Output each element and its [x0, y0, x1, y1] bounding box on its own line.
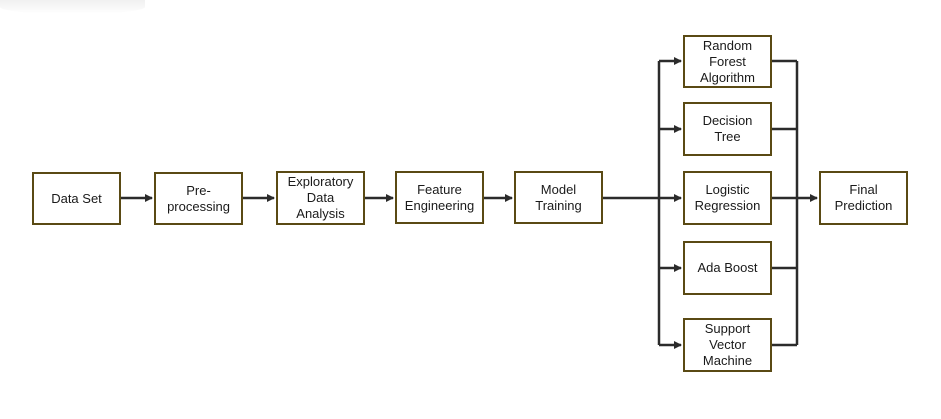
- node-svm: Support Vector Machine: [683, 318, 772, 372]
- node-final-prediction-label: Final Prediction: [834, 182, 893, 213]
- node-eda: Exploratory Data Analysis: [276, 171, 365, 225]
- node-ada-boost: Ada Boost: [683, 241, 772, 295]
- node-ada-boost-label: Ada Boost: [697, 260, 758, 275]
- node-decision-tree: Decision Tree: [683, 102, 772, 156]
- node-eda-label: Exploratory Data Analysis: [287, 174, 354, 221]
- node-svm-label: Support Vector Machine: [702, 321, 753, 368]
- node-model-training-label: Model Training: [535, 181, 582, 213]
- node-preprocessing-label: Pre- processing: [167, 182, 230, 214]
- node-decision-tree-label: Decision Tree: [702, 113, 753, 144]
- node-feature-engineering: Feature Engineering: [395, 171, 484, 224]
- node-logistic-regression: Logistic Regression: [683, 171, 772, 225]
- node-logistic-regression-label: Logistic Regression: [694, 182, 761, 213]
- node-data-set-label: Data Set: [51, 190, 102, 206]
- node-random-forest: Random Forest Algorithm: [683, 35, 772, 88]
- decorative-shadow: [0, 0, 145, 14]
- node-preprocessing: Pre- processing: [154, 172, 243, 225]
- node-data-set: Data Set: [32, 172, 121, 225]
- node-feature-engineering-label: Feature Engineering: [404, 181, 475, 213]
- node-final-prediction: Final Prediction: [819, 171, 908, 225]
- node-random-forest-label: Random Forest Algorithm: [700, 37, 755, 85]
- node-model-training: Model Training: [514, 171, 603, 224]
